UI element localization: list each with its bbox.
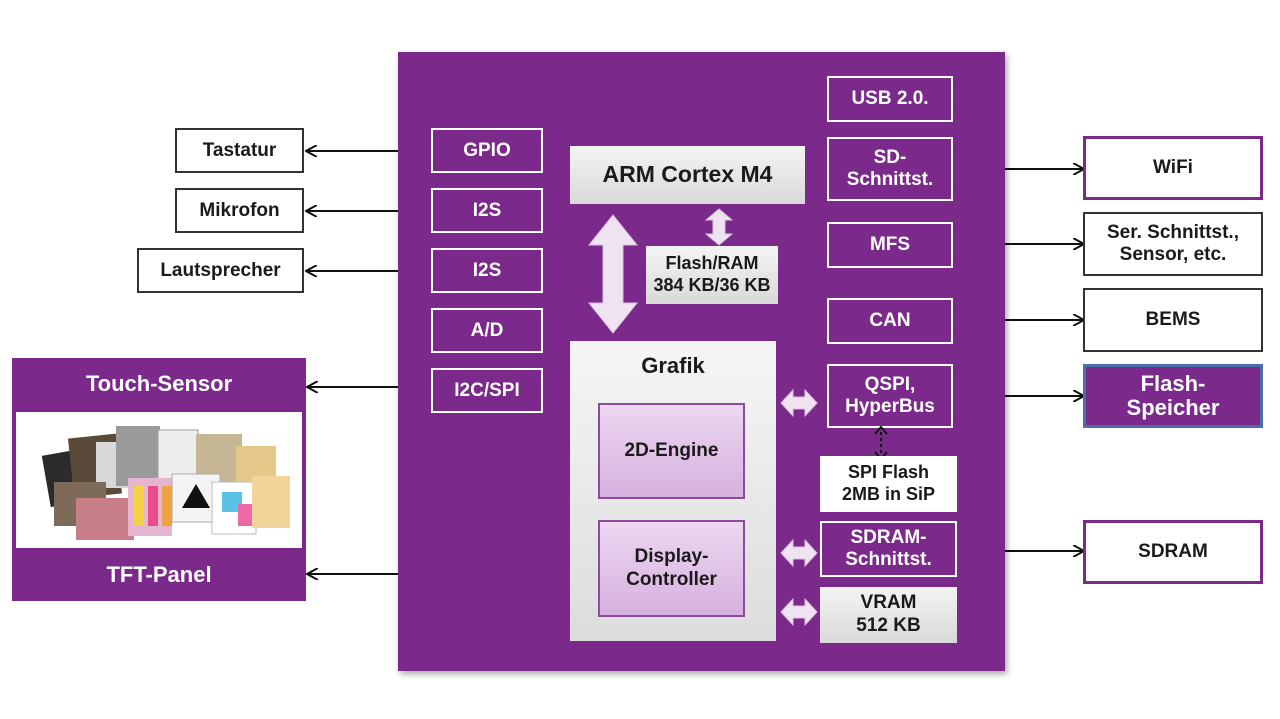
serial-sensor-box: Ser. Schnittst., Sensor, etc. xyxy=(1083,212,1263,276)
cpu-graphics-bus-arrow xyxy=(587,214,639,334)
pin-i2s-2: I2S xyxy=(431,248,543,293)
pin-ad: A/D xyxy=(431,308,543,353)
touch-sensor-label: Touch-Sensor xyxy=(85,371,233,396)
pin-usb: USB 2.0. xyxy=(827,76,953,122)
graphics-title: Grafik xyxy=(641,353,705,378)
cpu-memory-bus-arrow xyxy=(705,208,733,246)
sdram-box: SDRAM xyxy=(1083,520,1263,584)
wifi-box: WiFi xyxy=(1083,136,1263,200)
pin-i2c-spi: I2C/SPI xyxy=(431,368,543,413)
2d-engine-block: 2D-Engine xyxy=(598,403,745,499)
sdram-bus-arrow xyxy=(780,538,818,568)
flash-memory-box: Flash- Speicher xyxy=(1083,364,1263,428)
magazine-collage-image xyxy=(41,426,290,540)
flash-ram-block: Flash/RAM 384 KB/36 KB xyxy=(646,246,778,304)
pin-qspi: QSPI, HyperBus xyxy=(827,364,953,428)
speaker-box: Lautsprecher xyxy=(137,248,304,293)
spi-flash-block: SPI Flash 2MB in SiP xyxy=(820,456,957,512)
keyboard-box: Tastatur xyxy=(175,128,304,173)
pin-gpio: GPIO xyxy=(431,128,543,173)
microphone-box: Mikrofon xyxy=(175,188,304,233)
qspi-bus-arrow xyxy=(780,388,818,418)
pin-sdram-interface: SDRAM- Schnittst. xyxy=(820,521,957,577)
pin-mfs: MFS xyxy=(827,222,953,268)
vram-block: VRAM 512 KB xyxy=(820,587,957,643)
qspi-spi-flash-link xyxy=(874,426,888,460)
pin-can: CAN xyxy=(827,298,953,344)
bems-box: BEMS xyxy=(1083,288,1263,352)
cpu-block: ARM Cortex M4 xyxy=(570,146,805,204)
tft-panel: Touch-Sensor TFT-Panel xyxy=(12,358,306,601)
tft-panel-label: TFT-Panel xyxy=(106,562,212,587)
display-controller-block: Display- Controller xyxy=(598,520,745,617)
pin-i2s-1: I2S xyxy=(431,188,543,233)
vram-bus-arrow xyxy=(780,597,818,627)
display-screen-image xyxy=(16,412,302,548)
pin-sd: SD- Schnittst. xyxy=(827,137,953,201)
